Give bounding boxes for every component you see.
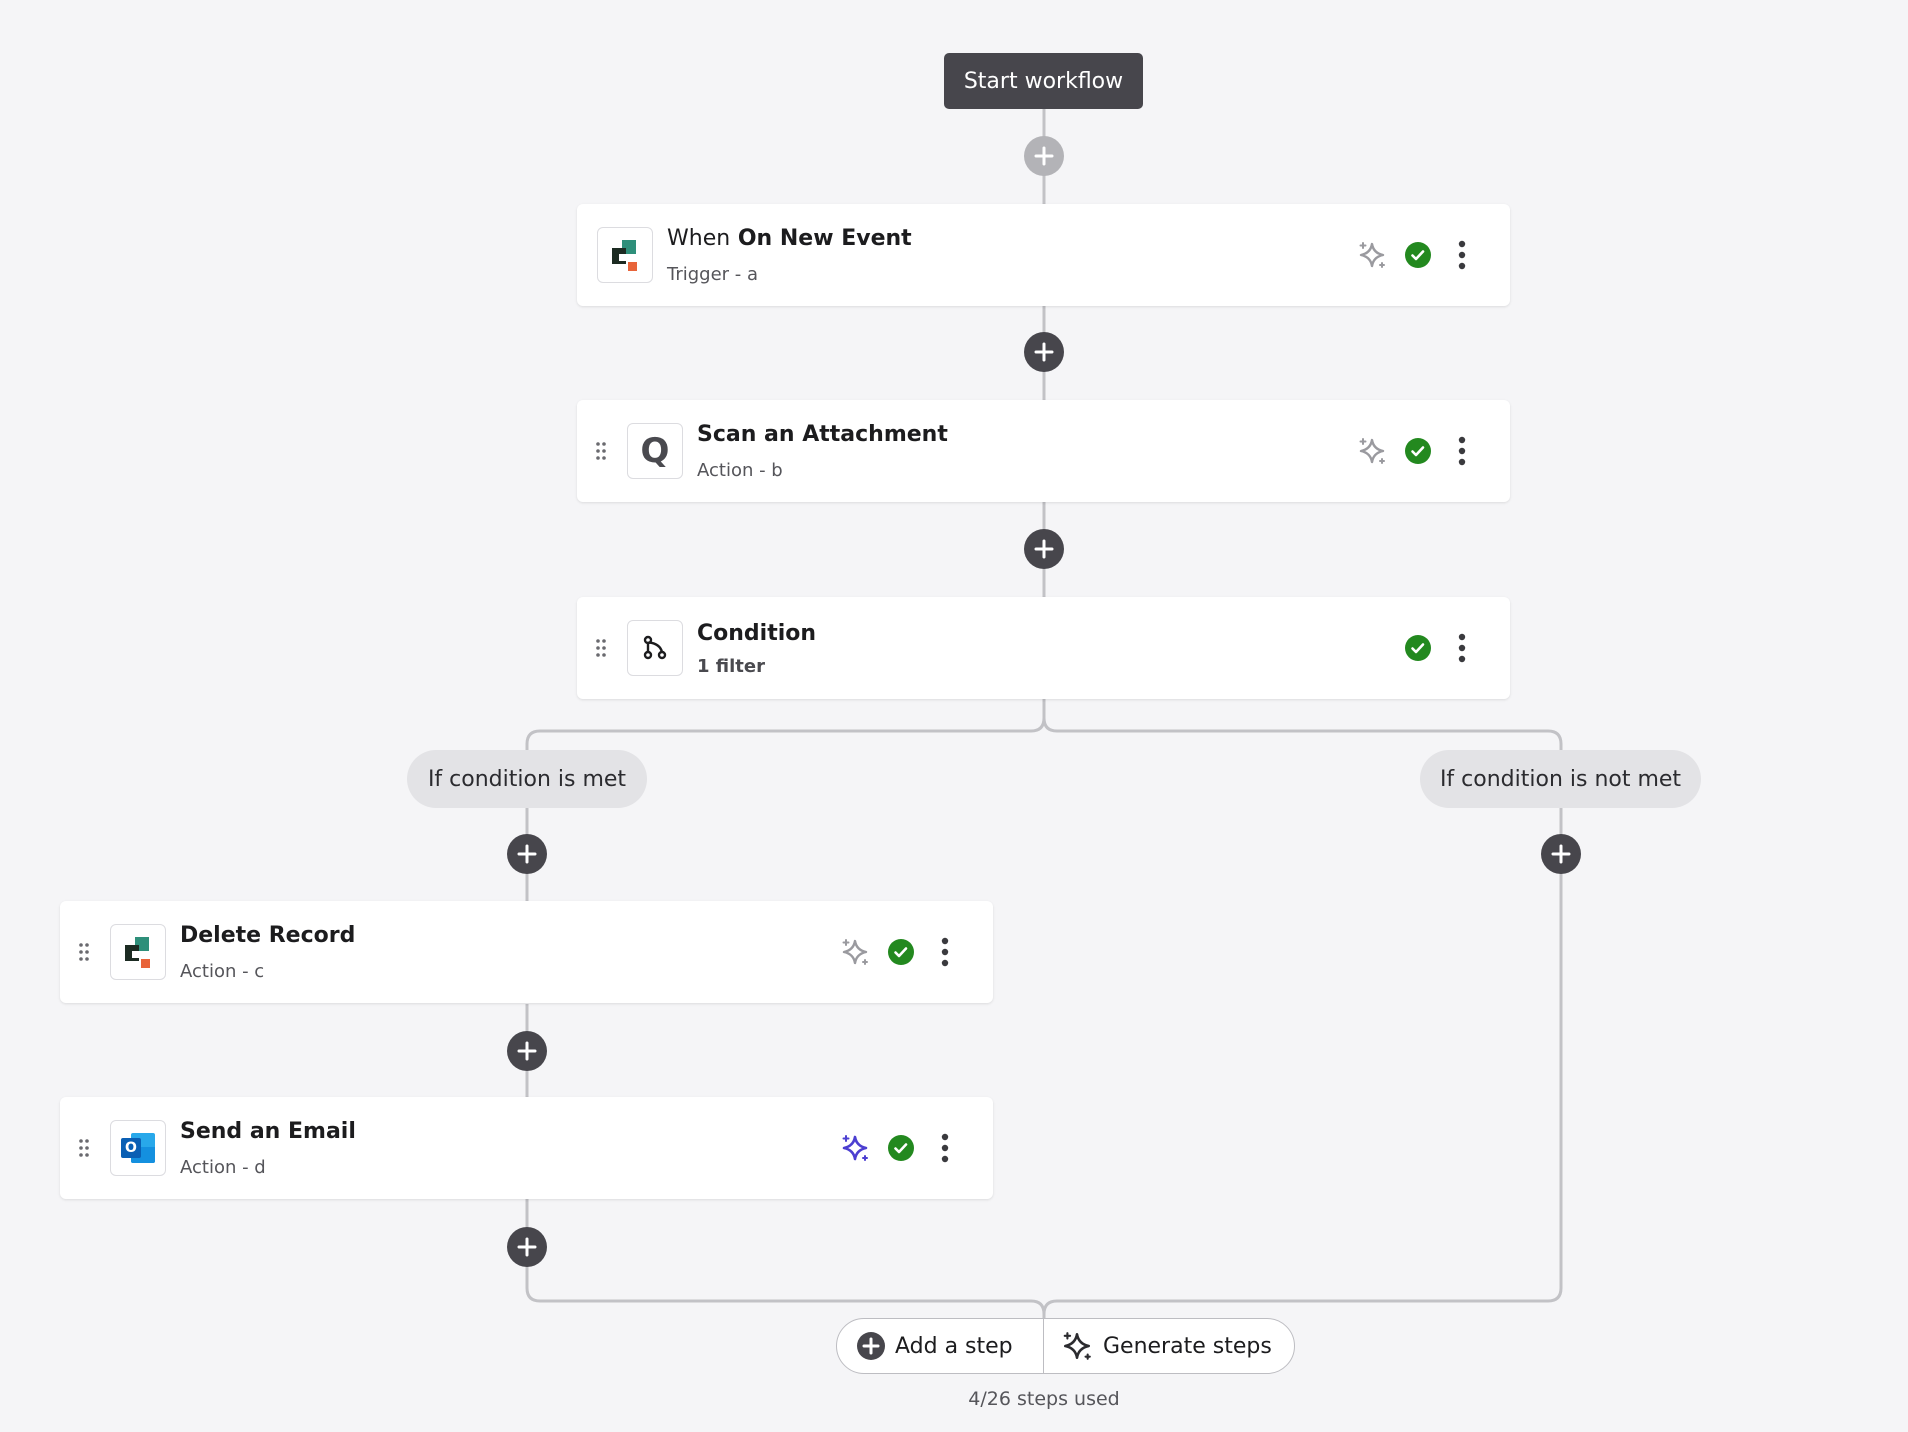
step-title: Send an Email [180, 1119, 356, 1144]
app-icon: O [110, 1120, 166, 1176]
drag-handle-icon[interactable] [78, 942, 90, 962]
drag-handle-icon[interactable] [595, 638, 607, 658]
sparkle-icon[interactable] [1357, 436, 1387, 466]
more-vertical-icon[interactable] [1457, 435, 1467, 467]
step-card-condition[interactable]: Condition 1 filter [577, 597, 1510, 699]
plus-icon [517, 844, 537, 864]
plus-icon [1034, 539, 1054, 559]
plus-circle-icon [857, 1332, 885, 1360]
sparkle-icon-active[interactable] [840, 1133, 870, 1163]
add-step-button[interactable] [1541, 834, 1581, 874]
check-circle-icon [888, 939, 914, 965]
check-circle-icon [888, 1135, 914, 1161]
add-step-button[interactable] [507, 1227, 547, 1267]
add-step-button[interactable] [1024, 529, 1064, 569]
app-icon [110, 924, 166, 980]
plus-icon [1034, 342, 1054, 362]
step-subtitle: Action - b [697, 460, 783, 481]
add-or-generate-bar: Add a step Generate steps [836, 1318, 1295, 1374]
more-vertical-icon[interactable] [940, 936, 950, 968]
step-title: Scan an Attachment [697, 422, 948, 447]
plus-icon [1034, 146, 1054, 166]
drag-handle-icon[interactable] [595, 441, 607, 461]
more-vertical-icon[interactable] [940, 1132, 950, 1164]
add-step-before-trigger-button[interactable] [1024, 136, 1064, 176]
plus-icon [517, 1237, 537, 1257]
check-circle-icon [1405, 438, 1431, 464]
step-subtitle: Trigger - a [667, 264, 759, 285]
step-title: Condition [697, 621, 817, 646]
generate-steps-button[interactable]: Generate steps [1044, 1319, 1294, 1373]
step-card-scan-attachment[interactable]: Q Scan an Attachment Action - b [577, 400, 1510, 502]
layered-squares-logo-icon [612, 240, 637, 271]
start-workflow-button[interactable]: Start workflow [944, 53, 1143, 109]
branch-label-condition-not-met: If condition is not met [1420, 750, 1701, 808]
step-card-send-email[interactable]: O Send an Email Action - d [60, 1097, 993, 1199]
step-title: When On New Event [667, 226, 912, 251]
sparkle-icon[interactable] [1357, 240, 1387, 270]
step-card-trigger[interactable]: When On New Event Trigger - a [577, 204, 1510, 306]
add-a-step-label: Add a step [895, 1333, 1013, 1359]
more-vertical-icon[interactable] [1457, 239, 1467, 271]
layered-squares-logo-icon [125, 937, 150, 968]
sparkle-icon[interactable] [840, 937, 870, 967]
drag-handle-icon[interactable] [78, 1138, 90, 1158]
more-vertical-icon[interactable] [1457, 632, 1467, 664]
plus-icon [1551, 844, 1571, 864]
generate-steps-label: Generate steps [1103, 1333, 1272, 1359]
add-step-button[interactable] [1024, 332, 1064, 372]
add-step-button[interactable] [507, 834, 547, 874]
step-subtitle: Action - d [180, 1157, 266, 1178]
steps-used-counter: 4/26 steps used [968, 1388, 1120, 1410]
q-letter-icon: Q [627, 423, 683, 479]
start-workflow-label: Start workflow [963, 68, 1124, 94]
add-a-step-button[interactable]: Add a step [837, 1319, 1044, 1373]
outlook-icon: O [119, 1131, 157, 1165]
step-card-delete-record[interactable]: Delete Record Action - c [60, 901, 993, 1003]
add-step-button[interactable] [507, 1031, 547, 1071]
step-subtitle: 1 filter [697, 656, 765, 677]
app-icon [627, 620, 683, 676]
sparkle-icon [1063, 1332, 1091, 1360]
check-circle-icon [1405, 635, 1431, 661]
check-circle-icon [1405, 242, 1431, 268]
branch-label-condition-met: If condition is met [407, 750, 647, 808]
app-icon [597, 227, 653, 283]
step-title: Delete Record [180, 923, 356, 948]
step-subtitle: Action - c [180, 961, 265, 982]
plus-icon [517, 1041, 537, 1061]
branch-icon [643, 635, 667, 660]
